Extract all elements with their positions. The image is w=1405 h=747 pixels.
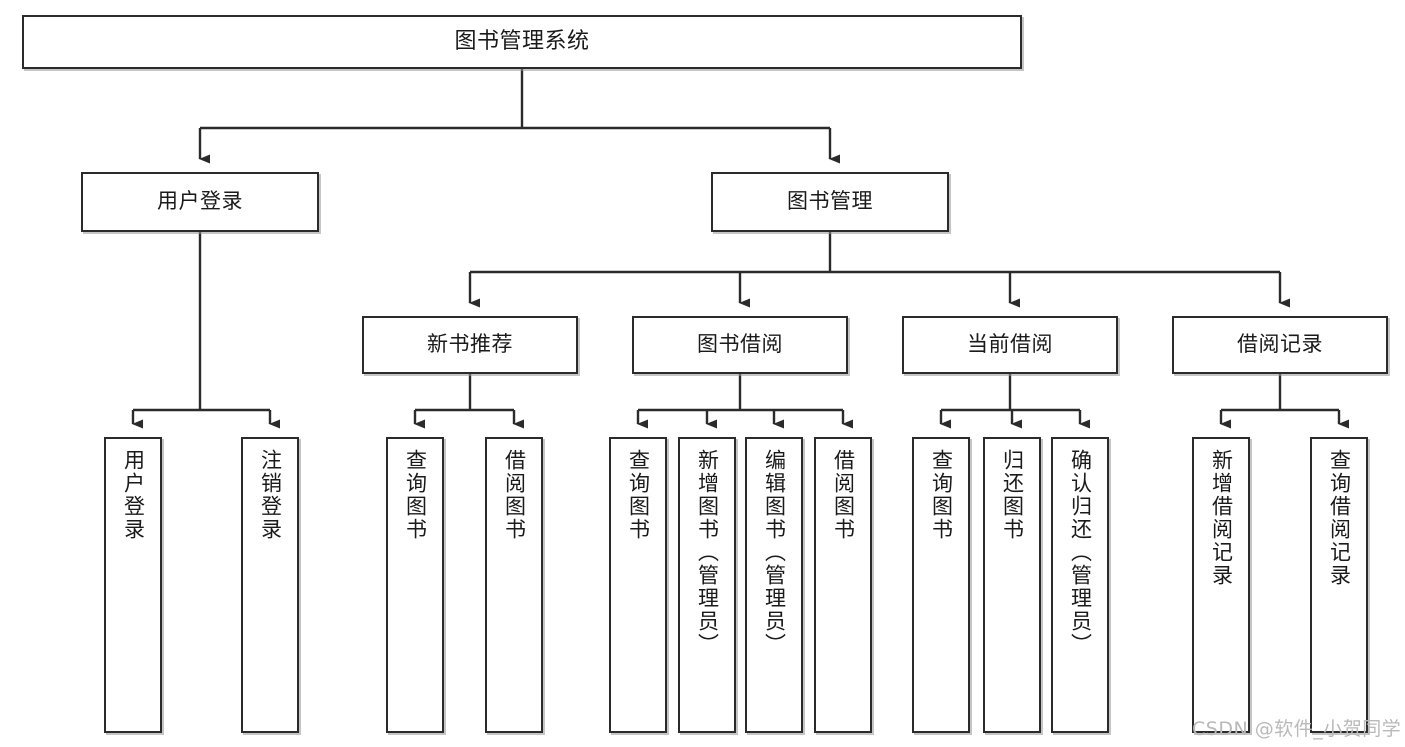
node-book-borrow[interactable]: 图书借阅 xyxy=(632,316,848,374)
node-label: 新增借阅记录 xyxy=(1209,449,1234,587)
node-label: 查询图书 xyxy=(626,449,651,541)
node-label: 图书管理 xyxy=(787,189,873,214)
node-label: 借阅记录 xyxy=(1237,332,1323,357)
node-leaf-confirm-return[interactable]: 确认归还（管理员） xyxy=(1051,437,1109,733)
node-label: 确认归还（管理员） xyxy=(1068,449,1093,656)
node-leaf-borrow-book-2[interactable]: 借阅图书 xyxy=(814,437,872,733)
node-leaf-query-record[interactable]: 查询借阅记录 xyxy=(1310,437,1368,733)
node-book-manage[interactable]: 图书管理 xyxy=(711,172,949,232)
node-leaf-add-record[interactable]: 新增借阅记录 xyxy=(1192,437,1250,733)
node-leaf-query-book-2[interactable]: 查询图书 xyxy=(609,437,667,733)
node-label: 图书借阅 xyxy=(697,332,783,357)
node-new-book-rec[interactable]: 新书推荐 xyxy=(362,316,578,374)
node-label: 新增图书（管理员） xyxy=(695,449,720,656)
node-root[interactable]: 图书管理系统 xyxy=(22,15,1022,69)
node-label: 查询借阅记录 xyxy=(1327,449,1352,587)
node-leaf-query-book-1[interactable]: 查询图书 xyxy=(386,437,444,733)
node-label: 用户登录 xyxy=(157,189,243,214)
node-label: 查询图书 xyxy=(929,449,954,541)
node-leaf-borrow-book-1[interactable]: 借阅图书 xyxy=(485,437,543,733)
node-label: 用户登录 xyxy=(121,449,146,541)
node-label: 查询图书 xyxy=(403,449,428,541)
node-leaf-return-book[interactable]: 归还图书 xyxy=(983,437,1041,733)
node-label: 当前借阅 xyxy=(967,332,1053,357)
node-leaf-logout[interactable]: 注销登录 xyxy=(241,437,299,733)
node-user-login[interactable]: 用户登录 xyxy=(81,172,319,232)
node-label: 新书推荐 xyxy=(427,332,513,357)
node-label: 归还图书 xyxy=(1000,449,1025,541)
node-label: 图书管理系统 xyxy=(454,28,590,54)
node-label: 注销登录 xyxy=(258,449,283,541)
node-leaf-user-login[interactable]: 用户登录 xyxy=(104,437,162,733)
node-leaf-edit-book[interactable]: 编辑图书（管理员） xyxy=(745,437,803,733)
node-current-borrow[interactable]: 当前借阅 xyxy=(902,316,1118,374)
node-leaf-query-book-3[interactable]: 查询图书 xyxy=(912,437,970,733)
node-leaf-add-book[interactable]: 新增图书（管理员） xyxy=(678,437,736,733)
node-label: 借阅图书 xyxy=(831,449,856,541)
node-borrow-record[interactable]: 借阅记录 xyxy=(1172,316,1388,374)
node-label: 借阅图书 xyxy=(502,449,527,541)
node-label: 编辑图书（管理员） xyxy=(762,449,787,656)
